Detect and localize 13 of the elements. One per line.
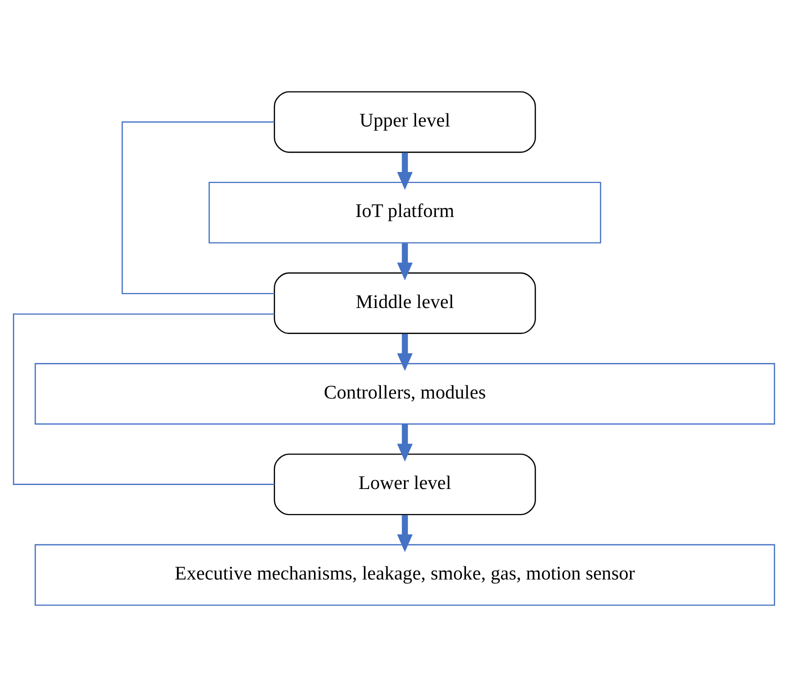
node-box: Middle level — [274, 272, 536, 334]
connector — [12, 313, 274, 485]
node-box: Executive mechanisms, leakage, smoke, gas, motion sensor — [34, 544, 776, 606]
node-box: Controllers, modules — [34, 363, 776, 425]
arrow — [397, 334, 413, 371]
node-box: Lower level — [274, 454, 536, 516]
arrow — [397, 243, 413, 280]
arrow — [397, 152, 413, 190]
node-box: Upper level — [274, 91, 536, 153]
arrow — [397, 515, 413, 552]
arrow — [397, 424, 413, 462]
node-box: IoT platform — [208, 182, 602, 244]
connector — [122, 121, 274, 294]
